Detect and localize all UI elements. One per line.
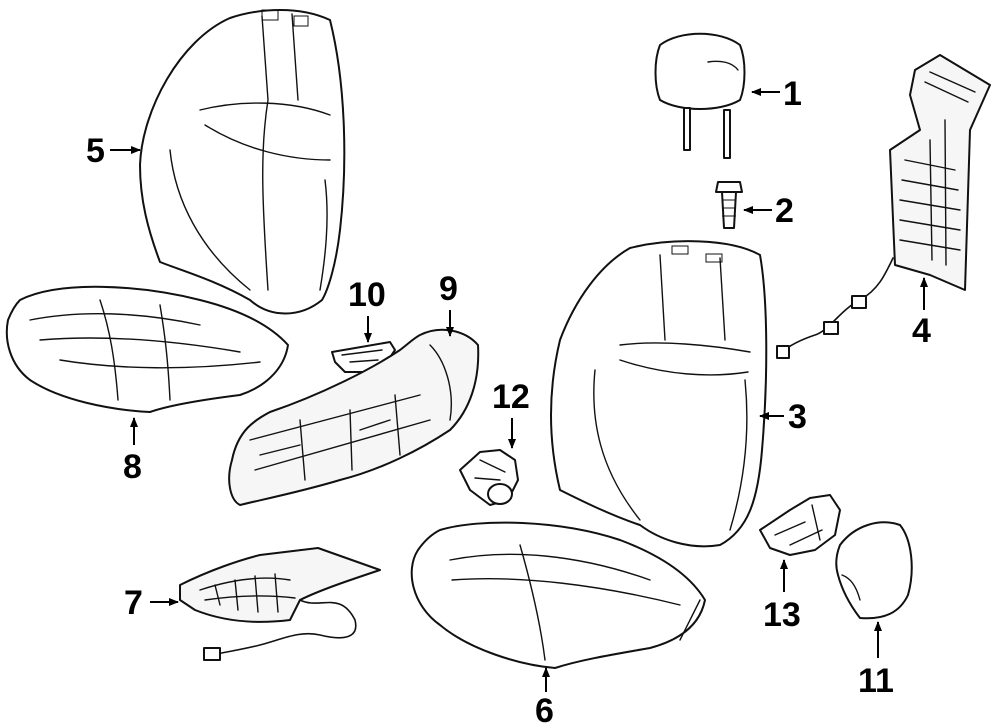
callout-6: 6 xyxy=(535,692,554,727)
callout-8: 8 xyxy=(123,448,142,486)
callout-2: 2 xyxy=(775,192,794,230)
callout-7: 7 xyxy=(124,584,143,622)
seatback-part xyxy=(550,240,768,548)
callout-12: 12 xyxy=(492,378,530,416)
seat-cushion-part xyxy=(410,521,706,669)
callout-labels: 1 2 3 4 5 6 7 8 9 10 11 12 13 xyxy=(86,75,931,727)
seatback-cover-part xyxy=(139,9,346,315)
headrest-guide-part xyxy=(715,181,743,229)
leader-lines xyxy=(110,88,928,692)
side-trim-panel-part xyxy=(228,328,480,506)
seat-heater-pad-part xyxy=(179,547,381,661)
callout-10: 10 xyxy=(348,276,386,314)
callout-1: 1 xyxy=(783,75,802,113)
recliner-cover-part xyxy=(835,521,913,620)
headrest-part xyxy=(654,32,746,159)
callout-5: 5 xyxy=(86,132,105,170)
callout-4: 4 xyxy=(912,312,931,350)
callout-9: 9 xyxy=(439,270,458,308)
back-heater-pad-part xyxy=(776,54,991,359)
callout-13: 13 xyxy=(763,596,801,634)
recliner-bracket-part xyxy=(459,449,519,506)
callout-3: 3 xyxy=(788,398,807,436)
callout-11: 11 xyxy=(858,662,894,700)
recliner-cover-bracket-part xyxy=(759,494,841,556)
seat-cushion-cover-left-part xyxy=(5,285,289,413)
